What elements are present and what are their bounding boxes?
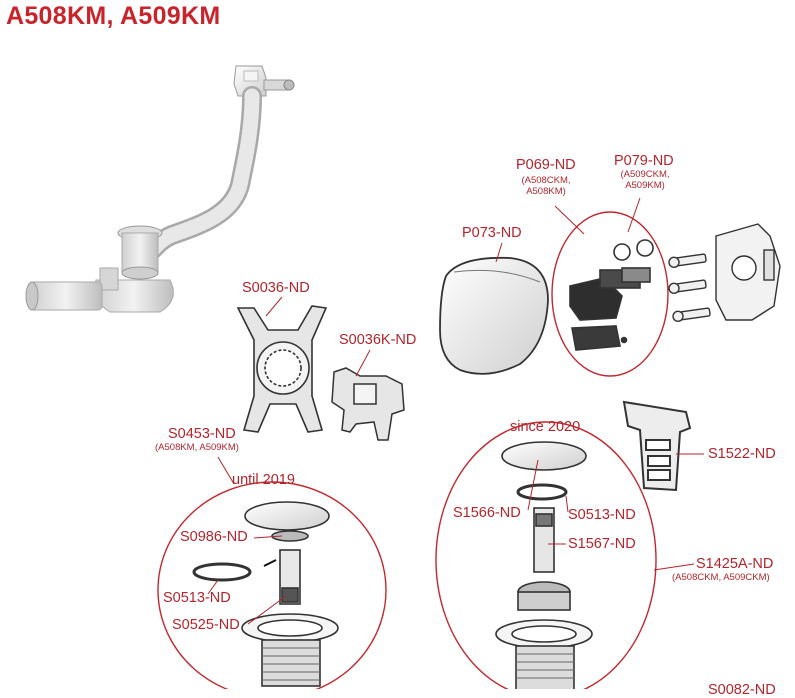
label-s1566: S1566-ND xyxy=(453,505,521,521)
label-until-2019: until 2019 xyxy=(232,472,295,488)
label-s0082-partial: S0082-ND xyxy=(708,682,776,698)
click-clack-waste-new-icon xyxy=(495,441,593,689)
label-since-2020: since 2020 xyxy=(510,419,581,435)
label-p079-note: (A509CKM, A509KM) xyxy=(620,169,670,191)
screws-panel-icon xyxy=(668,223,781,322)
valve-set-icon xyxy=(569,239,654,351)
leader-lines xyxy=(207,197,704,625)
label-s1522: S1522-ND xyxy=(708,446,776,462)
bath-waste-overflow-assembly-image xyxy=(25,65,295,313)
until-2019-group-outline xyxy=(157,481,387,689)
label-s1425a-note: (A508CKM, A509CKM) xyxy=(672,572,770,583)
label-s0513-left: S0513-ND xyxy=(163,590,231,606)
label-p073: P073-ND xyxy=(462,225,522,241)
label-p069-note: (A508CKM, A508KM) xyxy=(521,175,571,197)
label-p079: P079-ND xyxy=(614,153,674,169)
label-s1567: S1567-ND xyxy=(568,536,636,552)
label-s0453: S0453-ND xyxy=(168,426,236,442)
click-clack-waste-old-icon xyxy=(192,501,339,687)
label-s1425a: S1425A-ND xyxy=(696,556,774,572)
seal-frame-icon xyxy=(622,400,692,492)
label-s0453-note: (A508KM, A509KM) xyxy=(155,442,239,453)
label-s0525: S0525-ND xyxy=(172,617,240,633)
page-title: A508KM, A509KM xyxy=(6,2,221,30)
label-s0036k: S0036K-ND xyxy=(339,332,417,348)
label-s0986: S0986-ND xyxy=(180,529,248,545)
label-s0513-right: S0513-ND xyxy=(568,507,636,523)
label-p069: P069-ND xyxy=(516,157,576,173)
valve-set-outline xyxy=(551,211,669,377)
since-2020-group-outline xyxy=(435,421,657,689)
label-s0036: S0036-ND xyxy=(242,280,310,296)
mounting-bracket-icon xyxy=(236,305,328,433)
mounting-bracket-k-icon xyxy=(331,367,405,441)
overflow-cover-icon xyxy=(439,256,549,375)
